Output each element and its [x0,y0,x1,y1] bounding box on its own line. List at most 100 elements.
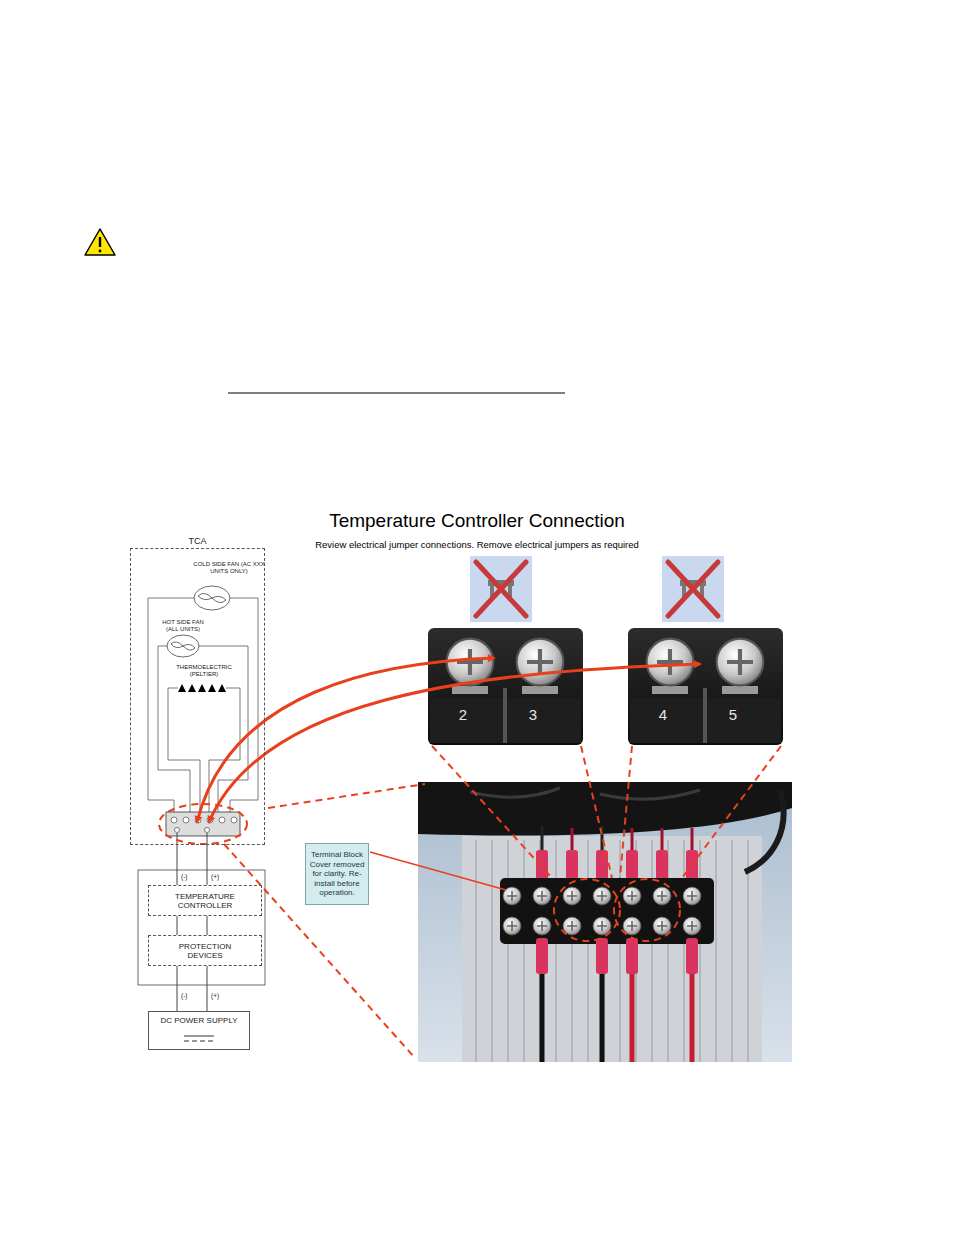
controller-enclosure [138,870,265,985]
fan-wire [158,646,248,812]
fan-blade [198,593,226,602]
terminal-clamp [522,686,558,694]
jumper-icon [662,556,724,622]
supply-wire [177,833,207,1011]
box-label: TEMPERATURE CONTROLLER [169,892,241,910]
crimp-connector [596,938,608,974]
peltier-symbol [198,684,206,692]
callout-box: Terminal Block Cover removed for clarity… [305,843,369,905]
heatsink [462,836,762,1062]
underline-rule [228,393,565,394]
terminal-screw [593,887,611,905]
terminal-clamp [452,686,488,694]
terminal-number: 5 [725,706,741,723]
terminal-screw [683,887,701,905]
supply-wire [542,974,602,1062]
wire-connector [177,916,178,935]
box-label: PROTECTION DEVICES [169,942,241,960]
page-title: Temperature Controller Connection [0,510,954,532]
lead-wire [572,828,692,852]
terminal-photo [418,782,792,1062]
terminal-screw [623,887,641,905]
terminal-number: 3 [525,706,541,723]
terminal-screw [503,917,521,935]
zoom-circle [159,804,247,844]
crimp-connector [626,850,638,880]
box-label: DC POWER SUPPLY [153,1016,245,1025]
callout-leader [370,852,506,890]
terminal-screw [447,639,494,686]
peltier-symbol [188,684,196,692]
power-supply-box: DC POWER SUPPLY [148,1011,250,1050]
crimp-connector [686,938,698,974]
box-label: Terminal Block Cover removed for clarity… [309,850,365,898]
part-name: THERMOELECTRIC (PELTIER) [168,664,240,678]
crimp-connector [566,850,578,880]
fan-shroud [418,782,792,836]
terminal-screw [563,887,581,905]
terminal-screw [219,817,225,823]
peltier-wire [168,688,240,812]
terminal-number: 4 [655,706,671,723]
terminal-screw [205,828,210,833]
crimp-connector [536,938,548,974]
polarity-label: (+) [211,873,227,880]
polarity-label: (-) [181,992,197,999]
protection-box: PROTECTION DEVICES [148,935,262,966]
part-name: COLD SIDE FAN (AC XXX UNITS ONLY) [192,561,266,575]
terminal-screw [231,817,237,823]
terminal-screw [563,917,581,935]
closeup-photo [628,628,783,745]
crimp-connector [536,850,548,880]
fan-symbol [194,586,230,610]
red-arrow [197,658,494,822]
dc-symbol [184,1036,214,1037]
terminal-number: 2 [455,706,471,723]
cable [745,790,784,872]
fan-symbol [167,635,199,657]
terminal-screw [175,828,180,833]
fan-wire [148,598,258,812]
terminal-screw [171,817,177,823]
polarity-label: (-) [181,873,197,880]
fan-blade [171,642,195,650]
terminal-screw [517,639,564,686]
jumper-highlight [554,879,620,941]
terminal-screw [683,917,701,935]
terminal-divider [503,688,507,743]
terminal-screw [623,917,641,935]
peltier-symbol [178,684,186,692]
part-name: HOT SIDE FAN (ALL UNITS) [157,619,209,633]
terminal-screw [653,917,671,935]
wire-connector [177,845,178,885]
remove-cross [668,562,718,616]
jumper-highlight [614,879,680,941]
wire-connector [177,966,178,1011]
photo-ground [418,782,792,1062]
warning-mark [99,237,101,247]
peltier-symbol [208,684,216,692]
heatsink-fins [476,840,748,1062]
terminal-screw [533,887,551,905]
terminal-divider [703,688,707,743]
terminal-clamp [652,686,688,694]
terminal-screw [653,887,671,905]
red-arrow [209,664,700,822]
terminal-screw [593,917,611,935]
remove-cross [476,562,526,616]
dc-symbol [184,1041,214,1042]
terminal-block-symbol [166,812,240,836]
controller-box: TEMPERATURE CONTROLLER [148,885,262,916]
crimp-connector [656,850,668,880]
zoom-leader [432,746,781,878]
zoom-leader [224,784,425,1058]
terminal-clamp [722,686,758,694]
warning-dot [99,250,102,253]
terminal-screw [533,917,551,935]
terminal-screw [647,639,694,686]
fan-blade [470,788,700,799]
box-label: TCA [131,536,264,547]
